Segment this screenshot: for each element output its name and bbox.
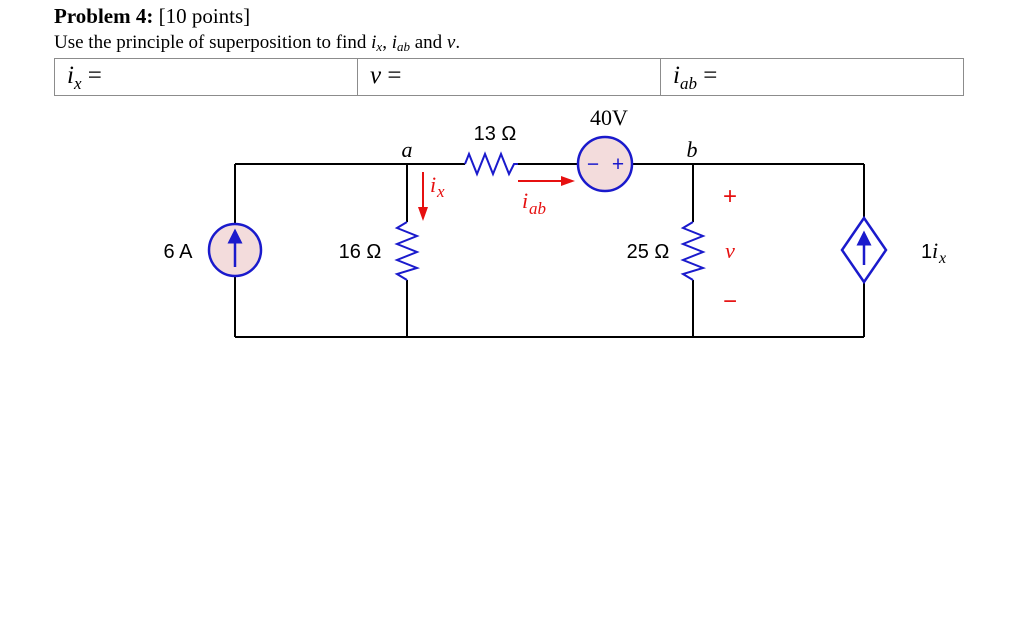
instruction-sep: , [382, 32, 392, 53]
label-r13: 13 Ω [474, 123, 517, 145]
label-v-plus: + [723, 183, 737, 210]
label-dep-coeff: 1 [921, 241, 932, 263]
problem-heading: Problem 4: [10 points] [54, 4, 250, 28]
answer-v-var: v [370, 62, 382, 89]
instruction-iab-sub: ab [396, 39, 410, 54]
instruction-ix-var: i [371, 32, 377, 53]
vsrc-plus: + [612, 153, 624, 176]
answer-iab-eq: = [696, 62, 718, 89]
answer-table: ix = v = iab = [54, 58, 964, 96]
label-ix-sub: x [436, 182, 445, 201]
instruction-and: and [409, 32, 447, 53]
label-40v: 40V [590, 105, 628, 130]
label-r25: 25 Ω [627, 241, 670, 263]
answer-cell-ix[interactable]: ix = [54, 58, 358, 96]
label-node-b: b [687, 137, 698, 162]
answer-ix-sub: x [73, 74, 82, 93]
answer-cell-iab[interactable]: iab = [660, 58, 964, 96]
resistor-13-icon [464, 151, 518, 177]
problem-title: Problem 4: [54, 4, 154, 28]
label-v: v [725, 238, 735, 263]
instruction-v-var: v [446, 32, 456, 53]
label-dep-var: i [932, 238, 938, 263]
label-iab-var: i [522, 188, 528, 213]
label-node-a: a [402, 137, 413, 162]
label-6a: 6 A [164, 241, 194, 263]
resistor-16-icon [394, 221, 421, 281]
instruction-iab-var: i [391, 32, 397, 53]
voltage-source-icon [576, 135, 634, 193]
instruction-ix-sub: x [376, 39, 383, 54]
iab-arrowhead-icon [561, 176, 575, 186]
problem-instruction: Use the principle of superposition to fi… [54, 32, 460, 55]
instruction-end: . [455, 32, 461, 53]
vsrc-minus: − [587, 153, 599, 176]
wires [234, 163, 865, 338]
answer-cell-v[interactable]: v = [357, 58, 661, 96]
label-v-minus: − [723, 288, 737, 315]
label-dep-sub: x [938, 250, 946, 267]
instruction-prefix: Use the principle of superposition to fi… [54, 32, 367, 53]
ix-arrowhead-icon [418, 207, 428, 221]
label-iab-sub: ab [529, 199, 546, 218]
answer-iab-var: i [673, 62, 680, 89]
resistor-25-icon [680, 221, 707, 281]
problem-points: [10 points] [158, 4, 251, 28]
answer-ix-eq: = [81, 62, 102, 89]
answer-v-eq: = [381, 62, 402, 89]
answer-row: ix = v = iab = [54, 58, 964, 96]
label-r16: 16 Ω [339, 241, 382, 263]
answer-iab-sub: ab [679, 74, 697, 93]
circuit-diagram: − + 13 Ω 40V a b 16 Ω 25 Ω 6 A i x i ab … [164, 105, 946, 338]
label-ix-var: i [430, 172, 436, 197]
answer-ix-var: i [67, 62, 74, 89]
